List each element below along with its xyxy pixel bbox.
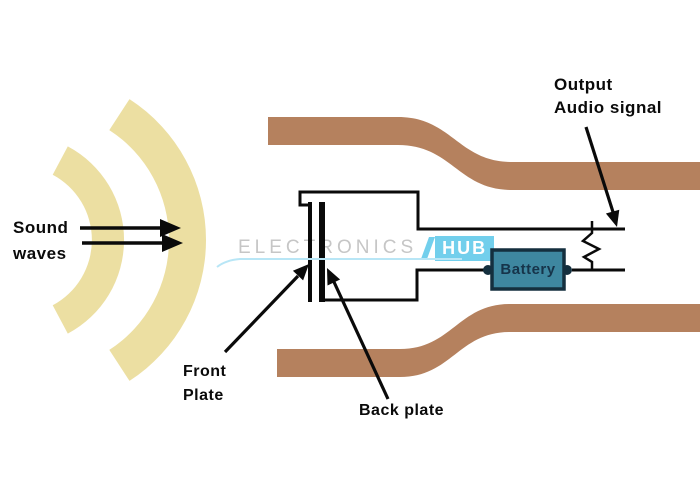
sound-waves-label-line1: Sound xyxy=(13,218,69,237)
output-audio-signal-label: Output Audio signal xyxy=(554,73,662,119)
sound-waves-arrow-bottom xyxy=(82,234,183,252)
wire-front-plate-to-output xyxy=(298,190,625,231)
front-plate-pointer-arrow xyxy=(223,264,309,354)
front-plate-label-line2: Plate xyxy=(183,387,224,404)
sound-waves-arrow-top xyxy=(80,219,181,237)
front-plate-label: Front Plate xyxy=(183,360,226,408)
electronicshub-watermark: ELECTRONICS HUB xyxy=(238,235,495,261)
sound-wave-arc-outer xyxy=(109,99,207,381)
back-plate-pointer-arrow xyxy=(327,268,390,400)
watermark-hub-badge: HUB xyxy=(435,235,495,261)
mic-housing-top xyxy=(268,117,700,190)
mic-housing-bottom xyxy=(277,304,700,377)
output-label-line1: Output xyxy=(554,75,613,94)
back-plate-label: Back plate xyxy=(359,402,445,419)
wire-back-plate-to-battery xyxy=(322,268,484,302)
front-plate-label-line1: Front xyxy=(183,363,227,380)
front-plate xyxy=(308,202,312,302)
watermark-brand-text: ELECTRONICS xyxy=(238,237,418,258)
back-plate xyxy=(319,202,325,302)
watermark-underline xyxy=(216,258,462,268)
sound-waves-label: Sound waves xyxy=(13,215,68,267)
output-label-line2: Audio signal xyxy=(554,98,662,117)
battery-box xyxy=(490,248,566,291)
sound-wave-arc-inner xyxy=(52,146,125,334)
battery-label: Battery xyxy=(500,261,556,278)
sound-waves-label-line2: waves xyxy=(13,244,67,263)
output-signal-arrow xyxy=(584,126,620,227)
resistor-zigzag xyxy=(580,221,602,270)
